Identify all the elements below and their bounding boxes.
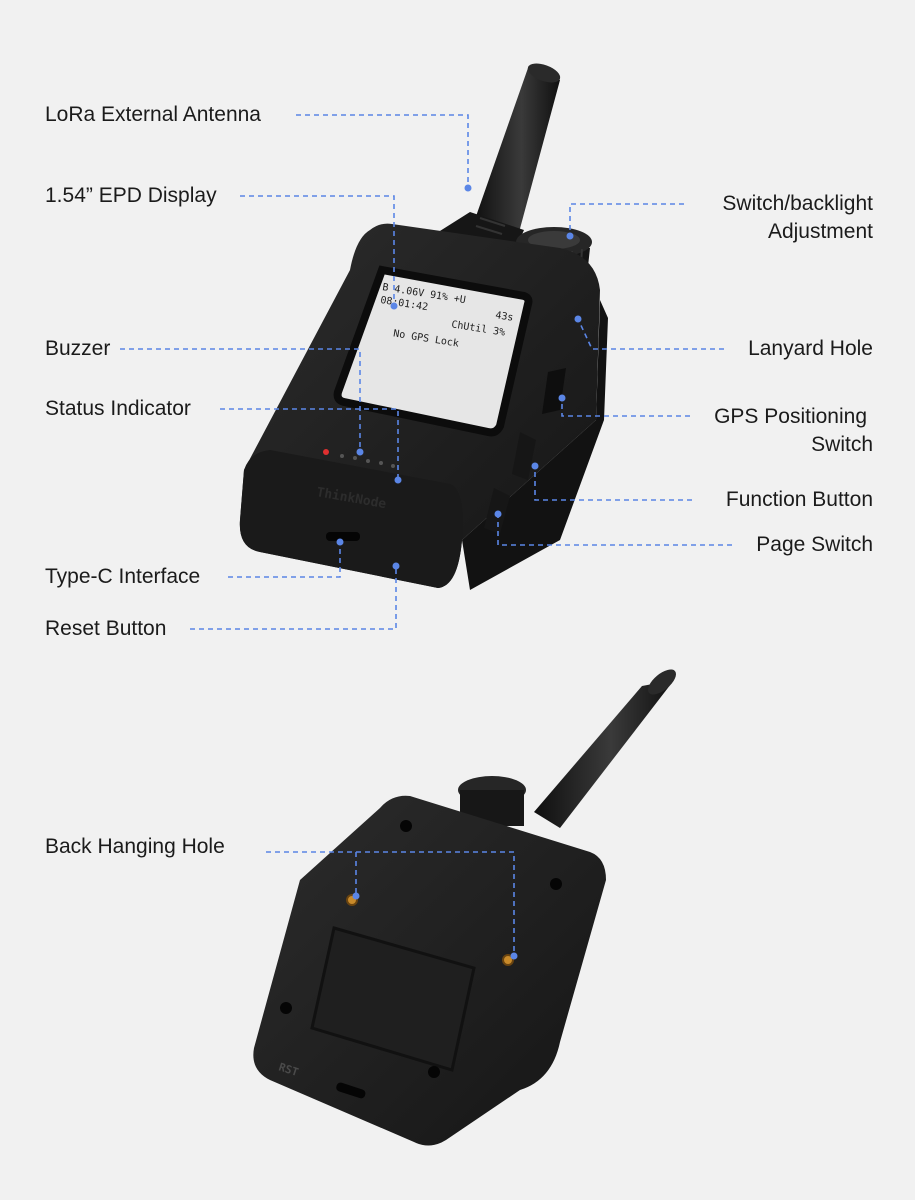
type-c-port-graphic — [326, 532, 360, 541]
gps-slide-switch-graphic — [542, 368, 566, 414]
back-hole-right — [502, 954, 514, 966]
label-switch-backlight-1: Switch/backlight — [722, 192, 873, 215]
label-page-switch: Page Switch — [756, 533, 873, 556]
label-status-indicator: Status Indicator — [45, 397, 191, 420]
callout-lines — [120, 114, 732, 956]
label-reset-button: Reset Button — [45, 617, 167, 640]
label-epd-display: 1.54” EPD Display — [45, 184, 217, 207]
label-lora-antenna: LoRa External Antenna — [45, 103, 261, 126]
back-device: RST — [253, 669, 677, 1146]
label-buzzer: Buzzer — [45, 337, 111, 360]
front-device: B 4.06V 91% +U 08:01:42 ChUtil 3% 43s No… — [239, 63, 608, 590]
label-back-hanging-hole: Back Hanging Hole — [45, 835, 225, 858]
epd-screen — [333, 265, 533, 437]
label-lanyard-hole: Lanyard Hole — [748, 337, 873, 360]
back-marking-text: RST — [277, 1060, 300, 1079]
function-button-graphic — [512, 432, 536, 480]
screen-line-3b: 43s — [495, 310, 515, 324]
label-switch-backlight-2: Adjustment — [767, 220, 873, 243]
label-type-c: Type-C Interface — [45, 565, 201, 588]
status-leds — [323, 449, 395, 468]
callout-dots — [336, 184, 582, 960]
label-function-button: Function Button — [725, 488, 873, 511]
label-gps-switch-2: Switch — [811, 433, 873, 456]
label-gps-switch-1: GPS Positioning — [714, 405, 867, 428]
